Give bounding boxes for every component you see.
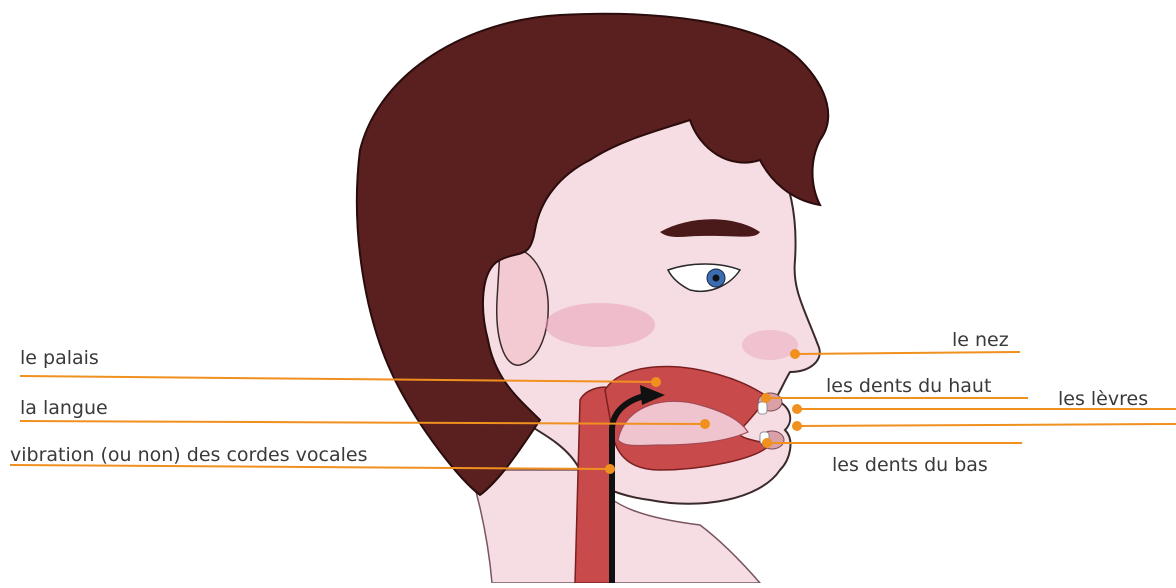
nose-blush xyxy=(742,330,798,360)
pupil xyxy=(713,275,720,282)
leader-dot-tongue xyxy=(701,420,709,428)
cheek-blush xyxy=(545,303,655,347)
leader-dot-lips-lower xyxy=(793,422,801,430)
leader-dot-lower-teeth xyxy=(763,439,771,447)
label-vocal-cords: vibration (ou non) des cordes vocales xyxy=(10,446,368,465)
leader-dot-lips xyxy=(793,405,801,413)
label-lower-teeth: les dents du bas xyxy=(832,456,988,475)
label-palate: le palais xyxy=(20,349,99,368)
leader-dot-upper-teeth xyxy=(762,394,770,402)
label-tongue: la langue xyxy=(20,399,108,418)
leader-dot-nose xyxy=(791,350,799,358)
leader-line-lips-lower xyxy=(797,424,1176,426)
leader-dot-palate xyxy=(652,378,660,386)
leader-dot-vocal-cords xyxy=(606,465,614,473)
leader-line-nose xyxy=(795,352,1020,354)
label-lips: les lèvres xyxy=(1058,390,1148,409)
label-nose: le nez xyxy=(952,331,1009,350)
pharynx xyxy=(575,387,612,583)
upper-teeth xyxy=(758,402,767,414)
label-upper-teeth: les dents du haut xyxy=(826,377,991,396)
